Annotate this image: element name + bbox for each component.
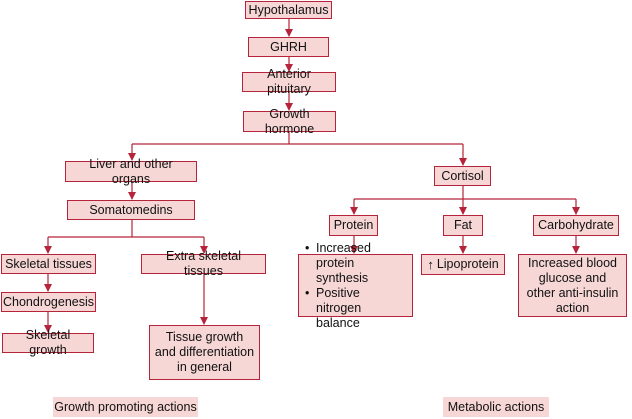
tissue-growth-line-1: Tissue growth <box>165 330 244 344</box>
node-extra-skeletal-tissues: Extra skeletal tissues <box>141 249 266 278</box>
protein-effect-item: Positive nitrogen balance <box>305 286 406 331</box>
node-carbohydrate: Carbohydrate <box>533 215 619 236</box>
node-protein: Protein <box>329 215 378 236</box>
carb-effect-line-2: glucose and <box>538 270 607 285</box>
up-arrow-icon: ↑ <box>427 257 434 272</box>
node-somatomedins: Somatomedins <box>67 200 195 220</box>
footer-growth-promoting-actions: Growth promoting actions <box>53 397 198 417</box>
protein-effect-item: Increased protein synthesis <box>305 241 406 286</box>
carb-effect-line-1: Increased blood <box>528 255 617 270</box>
node-anterior-pituitary: Anterior pituitary <box>242 67 336 96</box>
carb-effect-line-3: other anti-insulin <box>526 285 619 300</box>
node-lipoprotein: ↑ Lipoprotein <box>421 254 505 275</box>
footer-metabolic-actions: Metabolic actions <box>443 397 549 417</box>
node-skeletal-tissues: Skeletal tissues <box>1 254 96 274</box>
node-tissue-growth: Tissue growth and differentiation in gen… <box>149 325 260 380</box>
node-fat: Fat <box>443 215 483 236</box>
node-hypothalamus: Hypothalamus <box>245 1 332 19</box>
node-growth-hormone: Growth hormone <box>243 107 336 136</box>
carb-effect-line-4: action <box>555 300 590 315</box>
node-carbohydrate-effect: Increased blood glucose and other anti-i… <box>518 254 627 317</box>
node-skeletal-growth: Skeletal growth <box>2 328 94 357</box>
tissue-growth-line-2: and differentiation <box>154 345 255 359</box>
lipoprotein-label: Lipoprotein <box>436 257 499 271</box>
node-cortisol: Cortisol <box>434 166 491 186</box>
node-liver-and-other-organs: Liver and other organs <box>65 157 197 186</box>
node-protein-effects: Increased protein synthesis Positive nit… <box>298 241 413 330</box>
node-ghrh: GHRH <box>248 37 329 57</box>
tissue-growth-line-3: in general <box>177 360 232 374</box>
protein-effects-list: Increased protein synthesis Positive nit… <box>305 241 406 331</box>
node-chondrogenesis: Chondrogenesis <box>1 292 96 312</box>
